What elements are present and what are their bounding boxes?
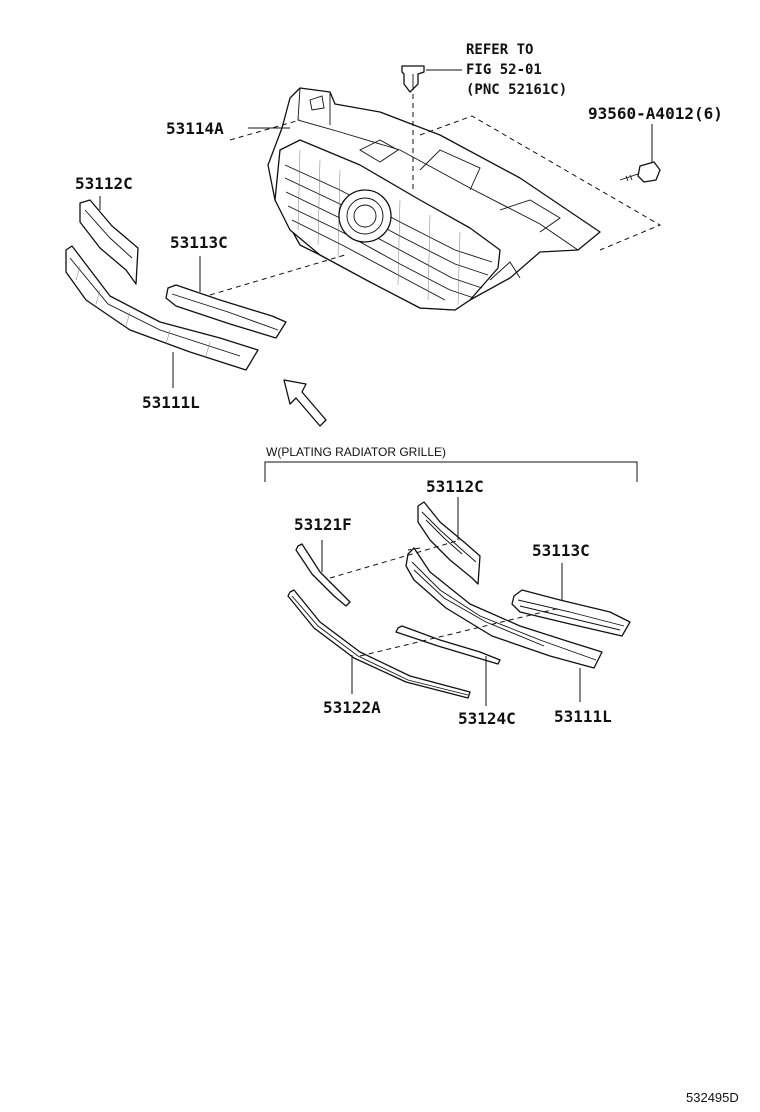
strip-mid-sub xyxy=(395,625,501,706)
projection-lines-sub xyxy=(329,539,561,657)
figure-id: 532495D xyxy=(686,1090,739,1105)
label-53121f-sub: 53121F xyxy=(294,515,352,534)
label-53113c-sub: 53113C xyxy=(532,541,590,560)
label-53112c-top: 53112C xyxy=(75,174,133,193)
molding-center-top xyxy=(165,256,287,339)
molding-upper-sub xyxy=(417,497,481,585)
refer-text-line2: FIG 52-01 xyxy=(466,62,542,78)
label-53122a-sub: 53122A xyxy=(323,698,381,717)
strip-lower-sub xyxy=(287,589,471,699)
molding-lower-top xyxy=(65,245,259,388)
molding-lower-sub xyxy=(405,547,603,702)
label-screw: 93560-A4012(6) xyxy=(588,104,723,123)
arrow-icon xyxy=(283,379,327,427)
radiator-grille-assembly xyxy=(267,87,601,311)
screw-icon xyxy=(619,124,661,183)
group-caption: W(PLATING RADIATOR GRILLE) xyxy=(266,445,446,459)
label-53112c-sub: 53112C xyxy=(426,477,484,496)
molding-upper-top xyxy=(79,196,139,285)
refer-text-line1: REFER TO xyxy=(466,42,533,58)
label-53114a: 53114A xyxy=(166,119,224,138)
group-bracket xyxy=(264,461,638,482)
refer-text-line3: (PNC 52161C) xyxy=(466,82,567,98)
projection-lines-top xyxy=(209,115,662,296)
clip-icon xyxy=(401,65,462,190)
label-53124c-sub: 53124C xyxy=(458,709,516,728)
strip-upper-sub xyxy=(295,540,351,607)
label-53113c-top: 53113C xyxy=(170,233,228,252)
label-53111l-top: 53111L xyxy=(142,393,200,412)
label-53111l-sub: 53111L xyxy=(554,707,612,726)
molding-center-sub xyxy=(511,563,631,637)
